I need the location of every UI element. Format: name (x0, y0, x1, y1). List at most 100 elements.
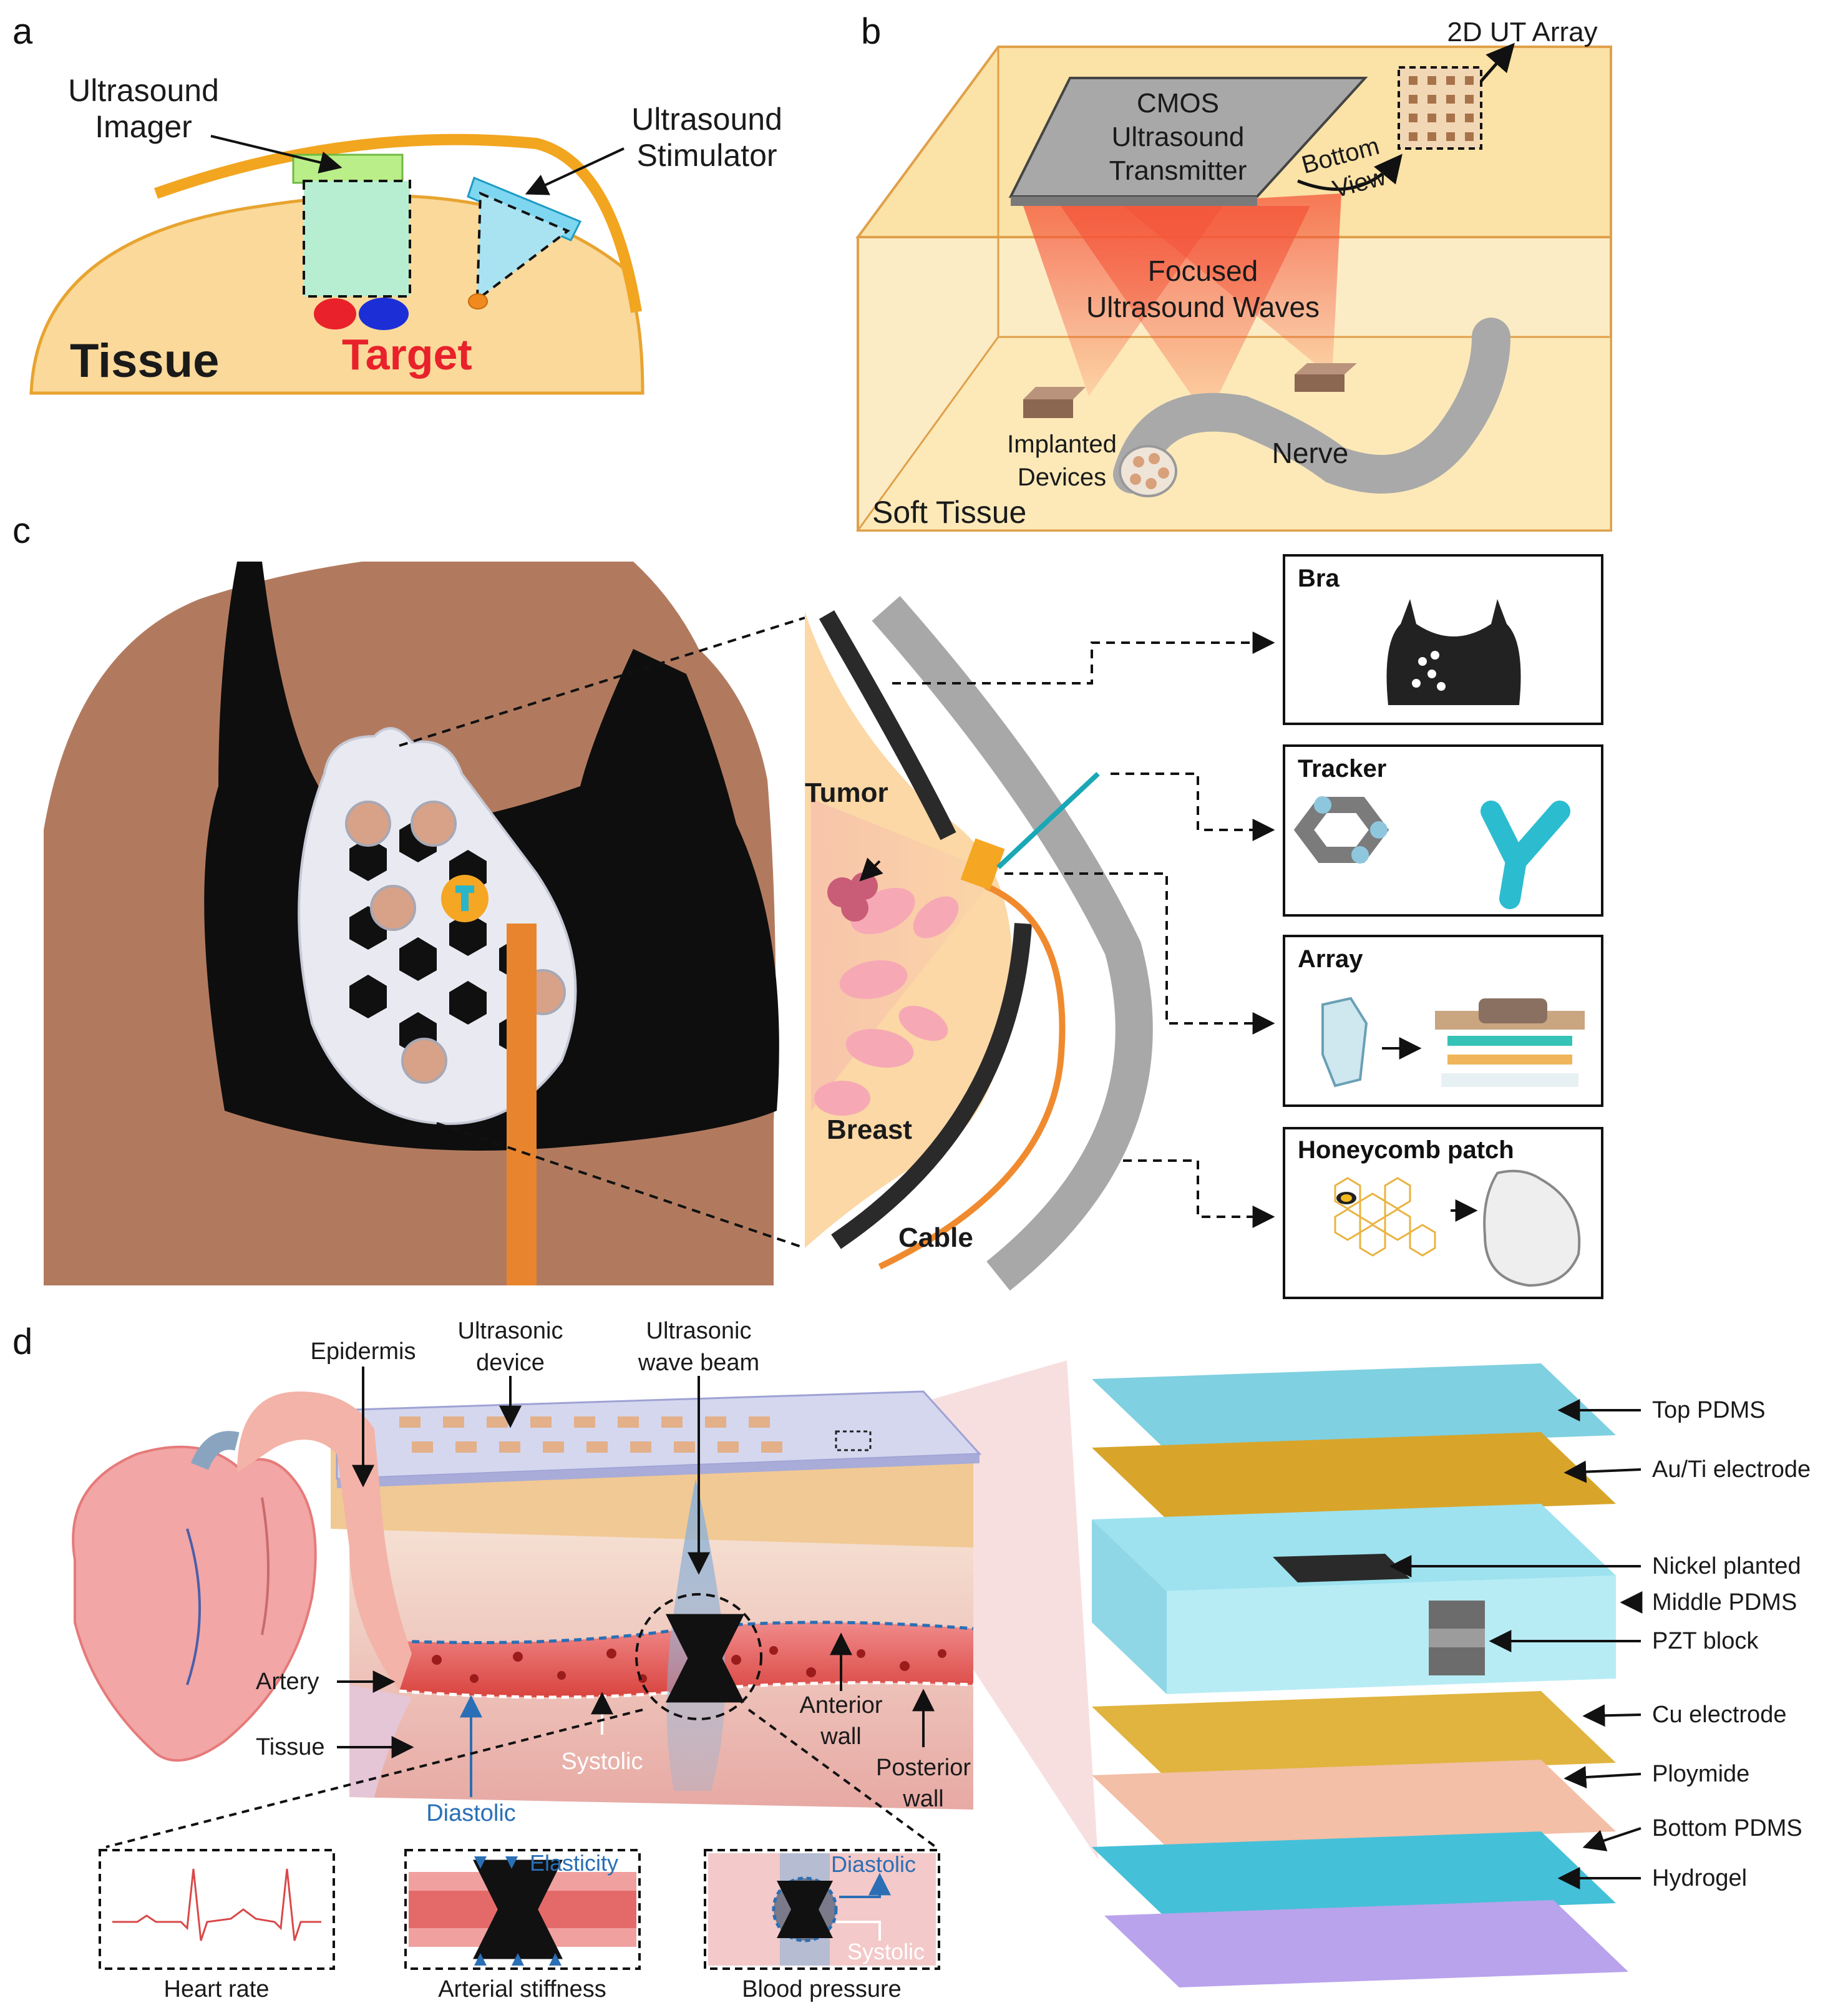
pzt-band (1429, 1629, 1485, 1647)
bottom-view-arrow (1297, 154, 1403, 191)
implanted-label-2: Devices (1018, 464, 1106, 491)
inset-heart-rate: Heart rate (99, 1849, 335, 2002)
cable-label: Cable (898, 1222, 973, 1253)
focused-label-2: Ultrasound Waves (1086, 291, 1320, 323)
layer-label-9: Hydrogel (1652, 1865, 1747, 1891)
layer-label-1: Top PDMS (1652, 1397, 1766, 1423)
box-bra-title: Bra (1298, 565, 1340, 592)
imaging-field (303, 180, 411, 298)
tissue-label: Tissue (70, 334, 219, 387)
cmos-label-3: Transmitter (1109, 155, 1247, 186)
nerve-label: Nerve (1272, 437, 1349, 469)
soft-tissue-label: Soft Tissue (872, 495, 1026, 530)
nerve-fascicles (1130, 453, 1169, 489)
section-tracker (996, 772, 1100, 869)
connector-honeycomb (1123, 1159, 1275, 1228)
zoom-line-bottom (436, 1122, 805, 1249)
beam-label-1: Ultrasonic (646, 1318, 752, 1344)
lobules (814, 887, 959, 1116)
panel-a: a Ultrasound Imager Ultrasound Stimulato… (12, 11, 782, 395)
inset-diastolic-label: Diastolic (831, 1851, 916, 1877)
tumor-label: Tumor (805, 777, 888, 808)
connector-tracker (1111, 772, 1275, 841)
stimulator-pointer (525, 147, 625, 195)
stimulator-label-1: Ultrasound (631, 102, 782, 137)
box-tracker-title: Tracker (1298, 755, 1386, 782)
imager-strip (153, 134, 642, 313)
inset-blood-pressure: Diastolic Systolic Blood pressure (704, 1849, 940, 2002)
box-array: Array (1283, 935, 1603, 1107)
beam-right (1123, 193, 1341, 378)
imager-label-2: Imager (95, 109, 192, 144)
box-honeycomb-title: Honeycomb patch (1298, 1136, 1514, 1164)
panel-d-letter: d (12, 1322, 32, 1362)
box-array-title: Array (1298, 945, 1363, 973)
panel-b-letter: b (861, 11, 881, 52)
tumor-arrow (859, 857, 883, 882)
focused-label-1: Focused (1148, 255, 1258, 287)
posterior-label-1: Posterior (876, 1755, 971, 1781)
connector-array (1004, 872, 1275, 1035)
anterior-label-2: wall (820, 1723, 861, 1750)
target-red (314, 298, 356, 329)
connector-bra (892, 631, 1275, 685)
cmos-label-2: Ultrasound (1112, 122, 1245, 152)
ut-array-elements (1409, 76, 1474, 141)
layer-au-ti (1092, 1432, 1616, 1519)
layer-label-4: Middle PDMS (1652, 1589, 1797, 1616)
device-label-1: Ultrasonic (458, 1318, 563, 1344)
box-bra: Bra (1283, 554, 1603, 725)
section-array (960, 838, 1005, 890)
patch-tracker (455, 885, 474, 911)
box-honeycomb: Honeycomb patch (1283, 1127, 1603, 1299)
panel-c: c (12, 510, 1603, 1299)
posterior-label-2: wall (902, 1786, 943, 1812)
tissue-edge (349, 1685, 412, 1797)
layer-label-7: Ploymide (1652, 1761, 1749, 1787)
caption-heart-rate: Heart rate (164, 1976, 270, 2002)
imager-pointer (210, 135, 343, 173)
diastolic-label: Diastolic (426, 1800, 516, 1826)
layer-middle-pdms-front (1167, 1576, 1616, 1694)
cmos-label-1: CMOS (1137, 88, 1219, 119)
anterior-label-1: Anterior (799, 1692, 882, 1718)
inset-systolic-label: Systolic (847, 1939, 925, 1964)
layer-middle-pdms-top (1092, 1504, 1616, 1591)
implanted-device-2 (1295, 363, 1357, 392)
target-blue (359, 298, 409, 330)
panel-d: d (12, 1318, 1811, 2002)
epidermis-label: Epidermis (311, 1338, 416, 1365)
zoom-line-top (399, 617, 805, 747)
transmitter-edge (1011, 197, 1257, 206)
nickel-plate (1273, 1554, 1410, 1582)
layer-label-8: Bottom PDMS (1652, 1815, 1802, 1841)
cable-section (878, 883, 1066, 1270)
artery-label: Artery (256, 1669, 319, 1695)
panel-b: b (855, 11, 1612, 532)
layer-label-6: Cu electrode (1652, 1702, 1786, 1728)
layer-middle-pdms-side (1092, 1519, 1167, 1694)
layer-hydrogel (1104, 1900, 1628, 1987)
layer-label-3: Nickel planted (1652, 1553, 1801, 1579)
tissue-block (331, 1390, 982, 1810)
array-label: 2D UT Array (1447, 17, 1597, 47)
caption-blood-pressure: Blood pressure (742, 1976, 902, 2002)
target-label: Target (342, 330, 472, 379)
systolic-label: Systolic (562, 1748, 643, 1775)
inset-connector-left (105, 1708, 643, 1848)
layer-cu (1092, 1691, 1616, 1778)
implanted-label-1: Implanted (1007, 431, 1117, 458)
bra-layer-outer (819, 610, 956, 841)
measurement-circle (635, 1593, 762, 1720)
layer-top-pdms (1092, 1363, 1616, 1451)
nerve (1113, 318, 1510, 494)
panel-c-letter: c (12, 510, 31, 551)
caption-stiffness: Arterial stiffness (438, 1976, 606, 2002)
layer-bottom-pdms (1092, 1831, 1616, 1919)
stimulator-label-2: Stimulator (636, 138, 777, 173)
beam-label-2: wave beam (638, 1350, 759, 1376)
gray-layer (872, 596, 1153, 1291)
inset-stiffness: Elasticity Arterial stiffness (404, 1849, 641, 2002)
device-label-2: device (476, 1350, 545, 1376)
